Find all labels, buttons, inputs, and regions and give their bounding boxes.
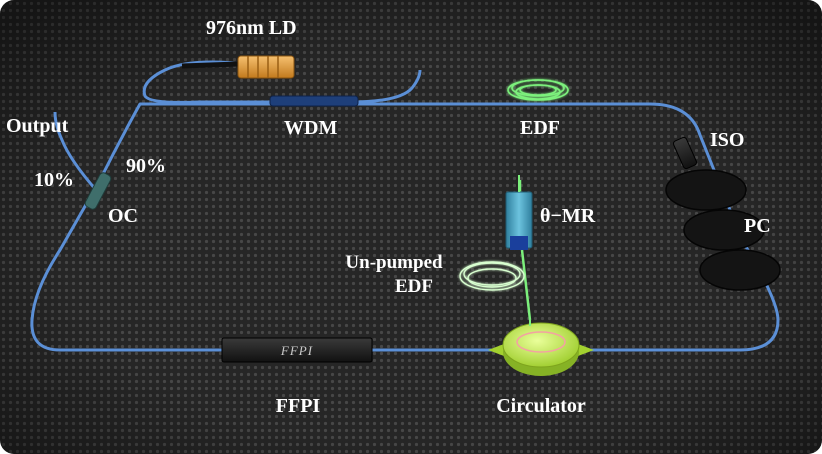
pump-fiber <box>142 60 275 104</box>
laser-diode <box>181 55 295 79</box>
label-laser-diode: 976nm LD <box>206 17 297 39</box>
label-edf: EDF <box>520 117 560 139</box>
isolator <box>672 136 698 170</box>
optical-coupler <box>84 172 112 210</box>
ffpi-device: FFPI <box>221 337 373 363</box>
label-wdm: WDM <box>284 117 337 139</box>
label-circulator: Circulator <box>496 395 586 417</box>
label-oc: OC <box>108 205 138 227</box>
wdm-device <box>269 95 359 107</box>
wdm-branch <box>349 69 422 104</box>
unpumped-edf-coil <box>459 261 525 291</box>
label-output: Output <box>6 115 69 137</box>
label-unpumped-edf-line2: EDF <box>395 276 433 297</box>
label-ratio-90: 90% <box>126 155 166 177</box>
circulator-device <box>488 320 594 376</box>
label-ratio-10: 10% <box>34 169 74 191</box>
label-theta-mr: θ−MR <box>540 205 596 227</box>
polarization-controller <box>665 169 781 291</box>
label-unpumped-edf-line1: Un-pumped <box>345 252 443 273</box>
label-iso: ISO <box>710 129 744 151</box>
label-ffpi: FFPI <box>276 395 321 417</box>
output-fiber <box>53 111 98 191</box>
theta-microring <box>505 175 533 250</box>
edf-coil <box>507 79 569 101</box>
label-pc: PC <box>744 215 771 237</box>
ffpi-device-label: FFPI <box>280 343 313 358</box>
